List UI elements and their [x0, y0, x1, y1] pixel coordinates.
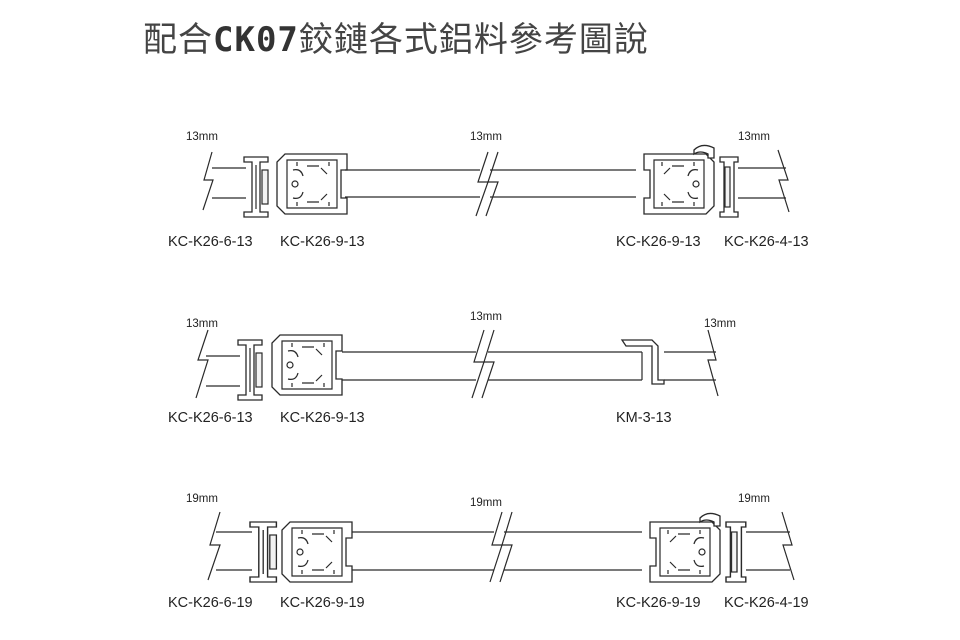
part-label: KC-K26-6-13 [168, 410, 253, 426]
part-label: KC-K26-9-19 [280, 595, 365, 611]
glass-panel-middle [345, 169, 636, 198]
row-1: 13mm 13mm 13mm KC-K26-6-13 KC-K26-9-13 K… [168, 131, 809, 250]
row-2: 13mm 13mm 13mm KC-K26-6-13 KC-K26-9-13 K… [168, 311, 736, 426]
title-code: CK07 [213, 20, 299, 60]
dim-label: 13mm [186, 131, 218, 143]
dim-label: 13mm [470, 131, 502, 143]
part-label: KC-K26-6-13 [168, 234, 253, 250]
dim-label: 19mm [738, 493, 770, 505]
part-label: KC-K26-9-13 [280, 234, 365, 250]
part-label: KM-3-13 [616, 410, 672, 426]
title-prefix: 配合 [143, 20, 213, 60]
page-title: 配合CK07鉸鏈各式鋁料參考圖說 [143, 12, 649, 61]
dim-label: 13mm [738, 131, 770, 143]
row-3: 19mm 19mm 19mm KC-K26-6-19 KC-K26-9-19 K… [168, 493, 809, 611]
dim-label: 13mm [704, 318, 736, 330]
part-label: KC-K26-9-13 [616, 234, 701, 250]
title-suffix: 鉸鏈各式鋁料參考圖說 [298, 20, 649, 60]
part-label: KC-K26-4-13 [724, 234, 809, 250]
km-profile [620, 339, 665, 385]
dim-label: 13mm [470, 311, 502, 323]
dim-label: 19mm [470, 497, 502, 509]
part-label: KC-K26-9-19 [616, 595, 701, 611]
part-label: KC-K26-9-13 [280, 410, 365, 426]
dim-label: 19mm [186, 493, 218, 505]
dim-label: 13mm [186, 318, 218, 330]
glass-panel-left [212, 167, 246, 199]
part-label: KC-K26-4-19 [724, 595, 809, 611]
glass-panel-right [738, 167, 786, 199]
part-label: KC-K26-6-19 [168, 595, 253, 611]
